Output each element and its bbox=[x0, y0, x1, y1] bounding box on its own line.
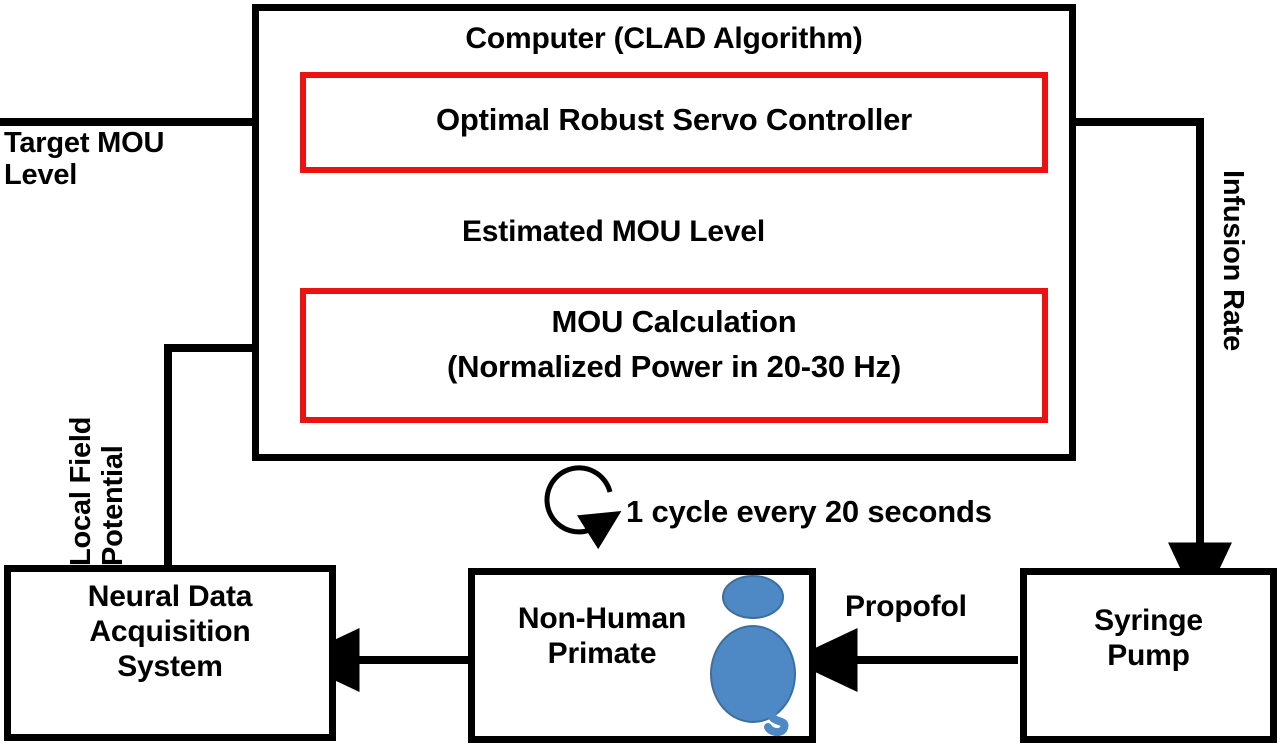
circular-arrow-icon bbox=[544, 465, 622, 550]
mou-calculation-line1: MOU Calculation bbox=[551, 304, 797, 339]
syringe-pump-box bbox=[1020, 568, 1277, 743]
neural-data-acquisition-label: Neural Data Acquisition System bbox=[87, 580, 253, 684]
neural-data-acquisition-box bbox=[4, 565, 336, 741]
servo-controller-label: Optimal Robust Servo Controller bbox=[435, 102, 913, 137]
mou-calculation-box bbox=[300, 288, 1048, 423]
label-estimated-mou-level: Estimated MOU Level bbox=[462, 215, 765, 248]
label-local-field-potential: Local Field Potential bbox=[65, 416, 129, 566]
servo-controller-box bbox=[300, 72, 1048, 173]
computer-box-label: Computer (CLAD Algorithm) bbox=[465, 22, 863, 55]
monkey-icon bbox=[710, 575, 796, 737]
label-target-mou-level: Target MOU Level bbox=[4, 127, 165, 191]
label-propofol: Propofol bbox=[845, 590, 967, 623]
label-cycle-note: 1 cycle every 20 seconds bbox=[626, 494, 992, 529]
label-infusion-rate: Infusion Rate bbox=[1217, 170, 1249, 352]
mou-calculation-line2: (Normalized Power in 20-30 Hz) bbox=[447, 349, 901, 384]
non-human-primate-label: Non-Human Primate bbox=[517, 602, 687, 671]
syringe-pump-label: Syringe Pump bbox=[1094, 604, 1203, 673]
